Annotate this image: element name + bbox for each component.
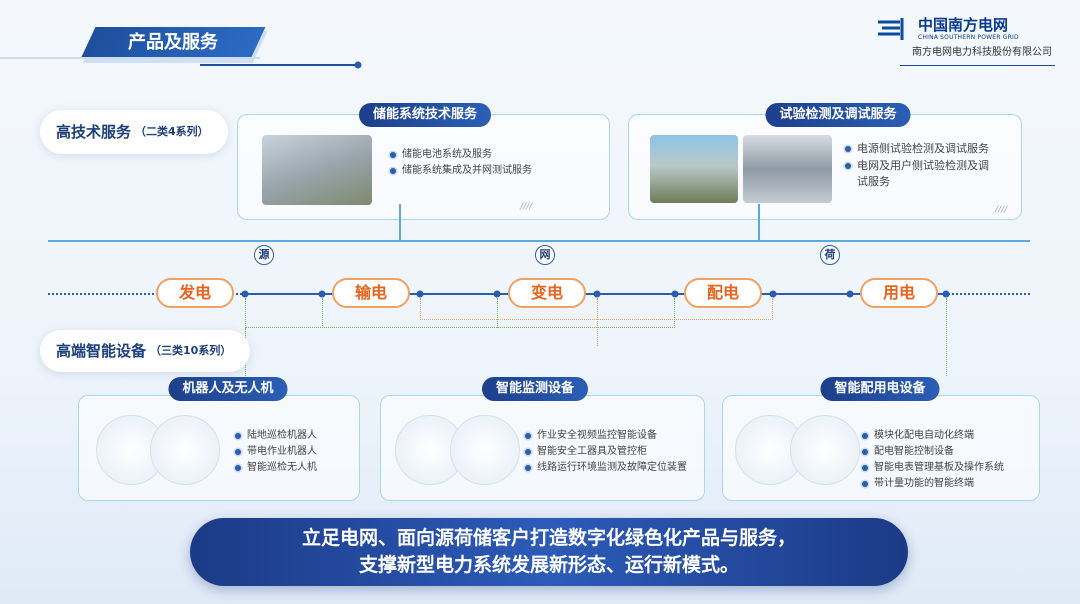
list-item: 模块化配电自动化终端	[862, 428, 1004, 444]
dot	[354, 61, 362, 69]
logo-name-en: CHINA SOUTHERN POWER GRID	[918, 34, 1019, 41]
grid-logo-icon	[878, 18, 904, 40]
label-grid: 网	[535, 245, 555, 265]
divider	[900, 65, 1055, 66]
page-title: 产品及服务	[128, 32, 218, 53]
card-title: 机器人及无人机	[168, 377, 288, 401]
logo-text: 中国南方电网 CHINA SOUTHERN POWER GRID 南方电网电力科…	[912, 16, 1052, 60]
arrow-up	[399, 204, 401, 240]
chain-node-transformation: 变电	[508, 278, 586, 308]
bullet-list: 作业安全视频监控智能设备 智能安全工器具及管控柜 线路运行环境监测及故障定位装置	[525, 428, 687, 476]
label-load: 荷	[820, 245, 840, 265]
company-name: 南方电网电力科技股份有限公司	[912, 47, 1052, 58]
orange-arrow	[597, 298, 598, 346]
green-link	[245, 298, 675, 328]
slogan-banner: 立足电网、面向源荷储客户打造数字化绿色化产品与服务， 支撑新型电力系统发展新形态…	[190, 518, 908, 586]
chain-node-generation: 发电	[156, 278, 234, 308]
dot	[671, 290, 679, 298]
divider	[0, 57, 260, 59]
circuit-board-image	[790, 415, 860, 485]
dot	[416, 290, 424, 298]
list-item: 智能电表管理基板及操作系统	[862, 460, 1004, 476]
divider	[200, 64, 358, 66]
section-high-tech: 高技术服务（二类4系列）	[40, 110, 228, 154]
dot	[318, 290, 326, 298]
test-lab-image	[743, 135, 832, 203]
sensor-image	[450, 415, 520, 485]
decor: ////	[995, 205, 1008, 215]
list-item: 电网及用户侧试验检测及调试服务	[845, 158, 995, 191]
section-label: 高技术服务	[56, 123, 132, 141]
bullet-list: 储能电池系统及服务 储能系统集成及并网测试服务	[390, 147, 532, 179]
storage-facility-image	[262, 135, 372, 205]
slogan-line-2: 支撑新型电力系统发展新形态、运行新模式。	[358, 554, 739, 576]
green-link	[497, 298, 498, 328]
list-item: 储能系统集成及并网测试服务	[390, 163, 532, 179]
list-item: 陆地巡检机器人	[235, 428, 317, 444]
card-title: 智能配用电设备	[820, 377, 940, 401]
company-logo: 中国南方电网 CHINA SOUTHERN POWER GRID 南方电网电力科…	[878, 16, 1068, 62]
section-sub: （三类10系列）	[150, 344, 232, 357]
section-label: 高端智能设备	[56, 342, 147, 360]
dot	[241, 290, 249, 298]
list-item: 电源侧试验检测及调试服务	[845, 141, 995, 158]
list-item: 智能安全工器具及管控柜	[525, 444, 687, 460]
list-item: 带电作业机器人	[235, 444, 317, 460]
list-item: 智能巡检无人机	[235, 460, 317, 476]
list-item: 储能电池系统及服务	[390, 147, 532, 163]
dot	[769, 290, 777, 298]
chain-node-transmission: 输电	[332, 278, 410, 308]
bullet-list: 陆地巡检机器人 带电作业机器人 智能巡检无人机	[235, 428, 317, 476]
bullet-list: 电源侧试验检测及调试服务 电网及用户侧试验检测及调试服务	[845, 141, 995, 191]
card-title: 储能系统技术服务	[358, 103, 492, 127]
logo-name-cn: 中国南方电网	[918, 16, 1009, 34]
axis-line	[48, 240, 1030, 242]
list-item: 作业安全视频监控智能设备	[525, 428, 687, 444]
list-item: 线路运行环境监测及故障定位装置	[525, 460, 687, 476]
green-link	[322, 298, 323, 328]
label-source: 源	[254, 245, 274, 265]
card-title: 试验检测及调试服务	[765, 103, 911, 127]
chain-node-consumption: 用电	[860, 278, 938, 308]
decor: ////	[520, 202, 533, 212]
drone-image	[150, 415, 220, 485]
dot	[493, 290, 501, 298]
chain-node-distribution: 配电	[684, 278, 762, 308]
list-item: 带计量功能的智能终端	[862, 476, 1004, 492]
bullet-list: 模块化配电自动化终端 配电智能控制设备 智能电表管理基板及操作系统 带计量功能的…	[862, 428, 1004, 492]
dot	[593, 290, 601, 298]
dot	[846, 290, 854, 298]
orange-link	[420, 298, 773, 320]
section-sub: （二类4系列）	[135, 125, 209, 138]
arrow-up	[758, 204, 760, 240]
green-arrow	[946, 298, 947, 376]
power-plant-image	[650, 135, 738, 203]
slogan-line-1: 立足电网、面向源荷储客户打造数字化绿色化产品与服务，	[301, 527, 796, 549]
card-title: 智能监测设备	[481, 377, 589, 401]
dot	[942, 290, 950, 298]
section-equipment: 高端智能设备（三类10系列）	[40, 330, 250, 372]
list-item: 配电智能控制设备	[862, 444, 1004, 460]
